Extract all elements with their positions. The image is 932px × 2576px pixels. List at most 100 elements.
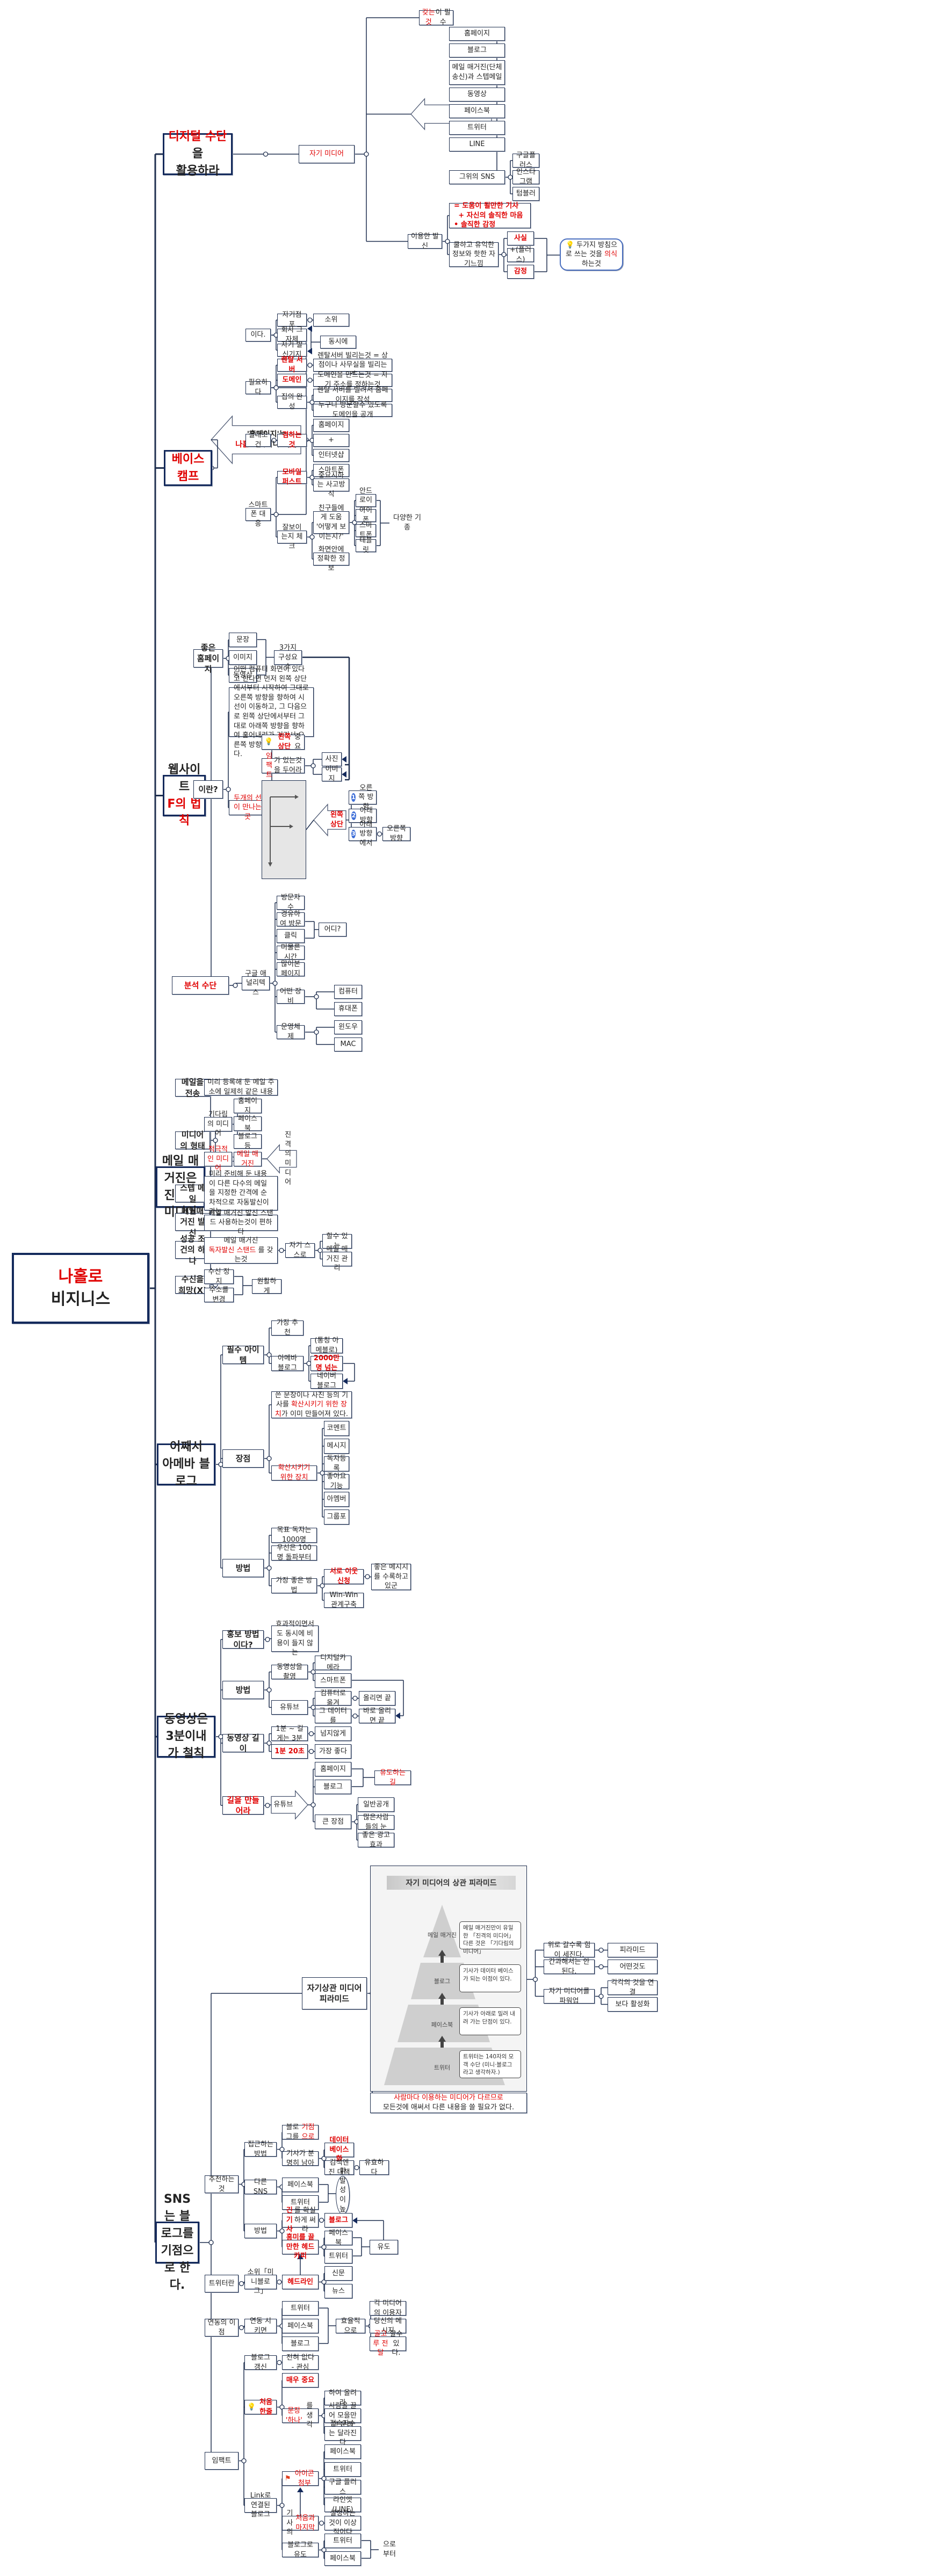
impact-item-0[interactable]: 사진 <box>322 752 342 766</box>
powerup-item-1[interactable]: 보다 활성화 <box>608 1997 658 2012</box>
method-node[interactable]: 방법 <box>222 1559 264 1577</box>
icon-attach-node[interactable]: ⚑아이콘 첨부 <box>282 2470 319 2487</box>
house-node[interactable]: 집의 완성 <box>277 393 307 411</box>
length-item-1[interactable]: 1분 20초 <box>271 1744 308 1759</box>
method-item-1[interactable]: 우선은 100명 돌파부터 <box>271 1544 317 1562</box>
length-result-0[interactable]: 넘지않게 <box>315 1726 351 1741</box>
good-message-node[interactable]: 좋은 메시지를 수록하고 있군 <box>371 1563 411 1590</box>
google-analytics-node[interactable]: 구글 애널리텍스 <box>242 970 270 997</box>
other-sns-1[interactable]: 인스타그램 <box>512 168 539 186</box>
efficient-item-0[interactable]: 각 미디어의 이용자 <box>370 2299 406 2317</box>
approach-node[interactable]: 접근하는 방법 <box>244 2140 277 2158</box>
headline-item-1[interactable]: 뉴스 <box>324 2284 352 2298</box>
ameba-item-0[interactable]: (통칭 아메블로) <box>310 1337 343 1354</box>
to-blog-item-1[interactable]: 페이스북 <box>324 2551 361 2566</box>
video-method-node[interactable]: 방법 <box>222 1681 264 1699</box>
absolute-item-1[interactable]: + <box>313 434 349 447</box>
step3-target[interactable]: 오른쪽 방향 <box>382 825 410 843</box>
f-rule-description[interactable]: 어떤 컴퓨터 화면이 있다고 한다면 먼저 왼쪽 상단에서부터 시작하여 그대로… <box>229 665 314 758</box>
linked-blog-node[interactable]: Link로 연결된 블로그 <box>244 2492 277 2519</box>
yt-result-0[interactable]: 올리면 끝 <box>359 1691 395 1706</box>
simultaneous-node[interactable]: 동시에 <box>320 336 356 349</box>
pyramid-right-0[interactable]: 위로 갈수록 힘이 세진다. <box>544 1941 595 1959</box>
mobile-item-0[interactable]: 스마트폰 <box>313 464 349 477</box>
youtube-node[interactable]: 유튜브 <box>271 1700 308 1715</box>
spread-item-1[interactable]: 메시지 <box>324 1439 349 1454</box>
shoot-item-1[interactable]: 스마트폰 <box>315 1673 351 1688</box>
database-node[interactable]: 데이터베이스화 <box>324 2136 354 2163</box>
pyramid-right-1[interactable]: 간과해서는 안된다. <box>544 1958 595 1976</box>
icon-item-1[interactable]: 트위터 <box>324 2462 361 2477</box>
smartphone-node[interactable]: 스마트폰 대응 <box>245 501 271 528</box>
screen-info-node[interactable]: 화면안에 정확한 정보 <box>313 546 349 572</box>
big-item-2[interactable]: 좋은 광고효과 <box>358 1831 394 1849</box>
shoot-item-0[interactable]: 디지털카메라 <box>315 1654 351 1672</box>
big-item-1[interactable]: 많은사람들의 눈 <box>358 1813 394 1831</box>
pyramid-right-val-1[interactable]: 어떤것도 <box>608 1960 658 1974</box>
spread-item-0[interactable]: 코멘트 <box>324 1421 349 1436</box>
headline-node[interactable]: 헤드라인 <box>282 2275 319 2289</box>
need-val-1[interactable]: 도메인을 만드는것 = 자기 주소를 정하는것 <box>313 371 392 389</box>
good-item-2[interactable]: 동영상 <box>229 668 257 683</box>
impact-node-sns[interactable]: 임팩트 <box>205 2452 239 2470</box>
unsub-item-1[interactable]: 주소를 변경 <box>204 1286 234 1304</box>
from-node[interactable]: 으로부터 <box>383 2541 396 2558</box>
device-type-1[interactable]: 휴대폰 <box>334 1002 362 1016</box>
renew-node[interactable]: 블로그 갱신 <box>244 2354 277 2371</box>
promo-desc[interactable]: 효과적이면서도 동시에 비용이 들지 않는 <box>271 1620 319 1657</box>
device-item-0[interactable]: 안드로이드 <box>356 487 376 514</box>
mini-blog-node[interactable]: 소위「미니블로그」 <box>244 2268 277 2295</box>
check-view-node[interactable]: 잘보이는지 체크 <box>277 524 307 550</box>
need-key-0[interactable]: 렌탈 서버 <box>277 356 307 374</box>
yt-step-1[interactable]: 그 데이터를 <box>315 1707 351 1725</box>
link-item-1[interactable]: 페이스북 <box>282 2319 319 2333</box>
device-item-3[interactable]: 태블릿 <box>356 536 376 554</box>
ga-item-5[interactable]: 어떤 장비 <box>277 988 305 1005</box>
self-media-node[interactable]: 자기 미디어 <box>299 145 355 163</box>
absolute-item-0[interactable]: 홈페이지 <box>313 419 349 432</box>
ameba-item-1[interactable]: 2000만명 넘는 <box>310 1354 343 1372</box>
absolute-key[interactable]: 겸하는것 <box>277 431 307 449</box>
media-item-7[interactable]: 그위의 SNS <box>449 170 505 184</box>
self-node[interactable]: 자기 스스로 <box>285 1242 315 1259</box>
link-item-0[interactable]: 트위터 <box>282 2301 319 2316</box>
section-base-camp[interactable]: 베이스 캠프 <box>164 450 212 486</box>
merit-desc[interactable]: 쓴 문장이나 사진 등의 기사를 확산시키기 위한 장치가 이미 만들어져 있다… <box>271 1391 352 1418</box>
other-sns-item-0[interactable]: 페이스북 <box>282 2178 319 2192</box>
is-item-0[interactable]: 자기점포 <box>277 311 307 329</box>
mobile-item-1[interactable]: 중요시하는 사고방식 <box>313 471 349 498</box>
road-node[interactable]: 길을 만들어라 <box>222 1795 264 1816</box>
very-important[interactable]: 매우 중요 <box>282 2373 319 2388</box>
policy-node[interactable]: 💡두가지 방침으로 쓰는 것을 의식하는것 <box>560 238 623 271</box>
powerup-item-0[interactable]: 각각의 것을 연결 <box>608 1979 658 1997</box>
impact-item-1[interactable]: 이미지 <box>322 765 342 783</box>
house-item-1[interactable]: 누구나 방문할수 있도록 도메인을 공개 <box>313 401 392 419</box>
one-sentence[interactable]: 문장 '하나'를 생각 <box>282 2402 319 2429</box>
headline-item-0[interactable]: 신문 <box>324 2266 352 2281</box>
road-item-1[interactable]: 블로그 <box>315 1780 351 1794</box>
twitter-is-node[interactable]: 트위터란 <box>205 2275 239 2292</box>
is-node[interactable]: 이다. <box>245 329 271 342</box>
formula-node[interactable]: = 도움이 될만한 기사 + 자신의 솔직한 마음 • 솔직한 감정 <box>449 202 531 229</box>
spread-node[interactable]: 확산시키기 위한 장치 <box>271 1464 317 1482</box>
mail-form[interactable]: 미디어의 형태 <box>175 1130 210 1151</box>
spread-item-3[interactable]: 좋아요 기능 <box>324 1472 349 1490</box>
pyramid-right-val-0[interactable]: 피라미드 <box>608 1943 658 1957</box>
unsub-item-0[interactable]: 수신 정지 <box>204 1268 234 1286</box>
shop-alias[interactable]: 소위 <box>313 314 349 326</box>
plus-node[interactable]: +(플러스) <box>507 246 534 264</box>
spread-item-5[interactable]: 그룹포 <box>324 1510 349 1525</box>
how-node[interactable]: 방법 <box>244 2224 277 2238</box>
to-blog-item-0[interactable]: 트위터 <box>324 2534 361 2548</box>
icon-item-0[interactable]: 페이스북 <box>324 2444 361 2459</box>
emotion-node[interactable]: 감정 <box>507 265 534 279</box>
